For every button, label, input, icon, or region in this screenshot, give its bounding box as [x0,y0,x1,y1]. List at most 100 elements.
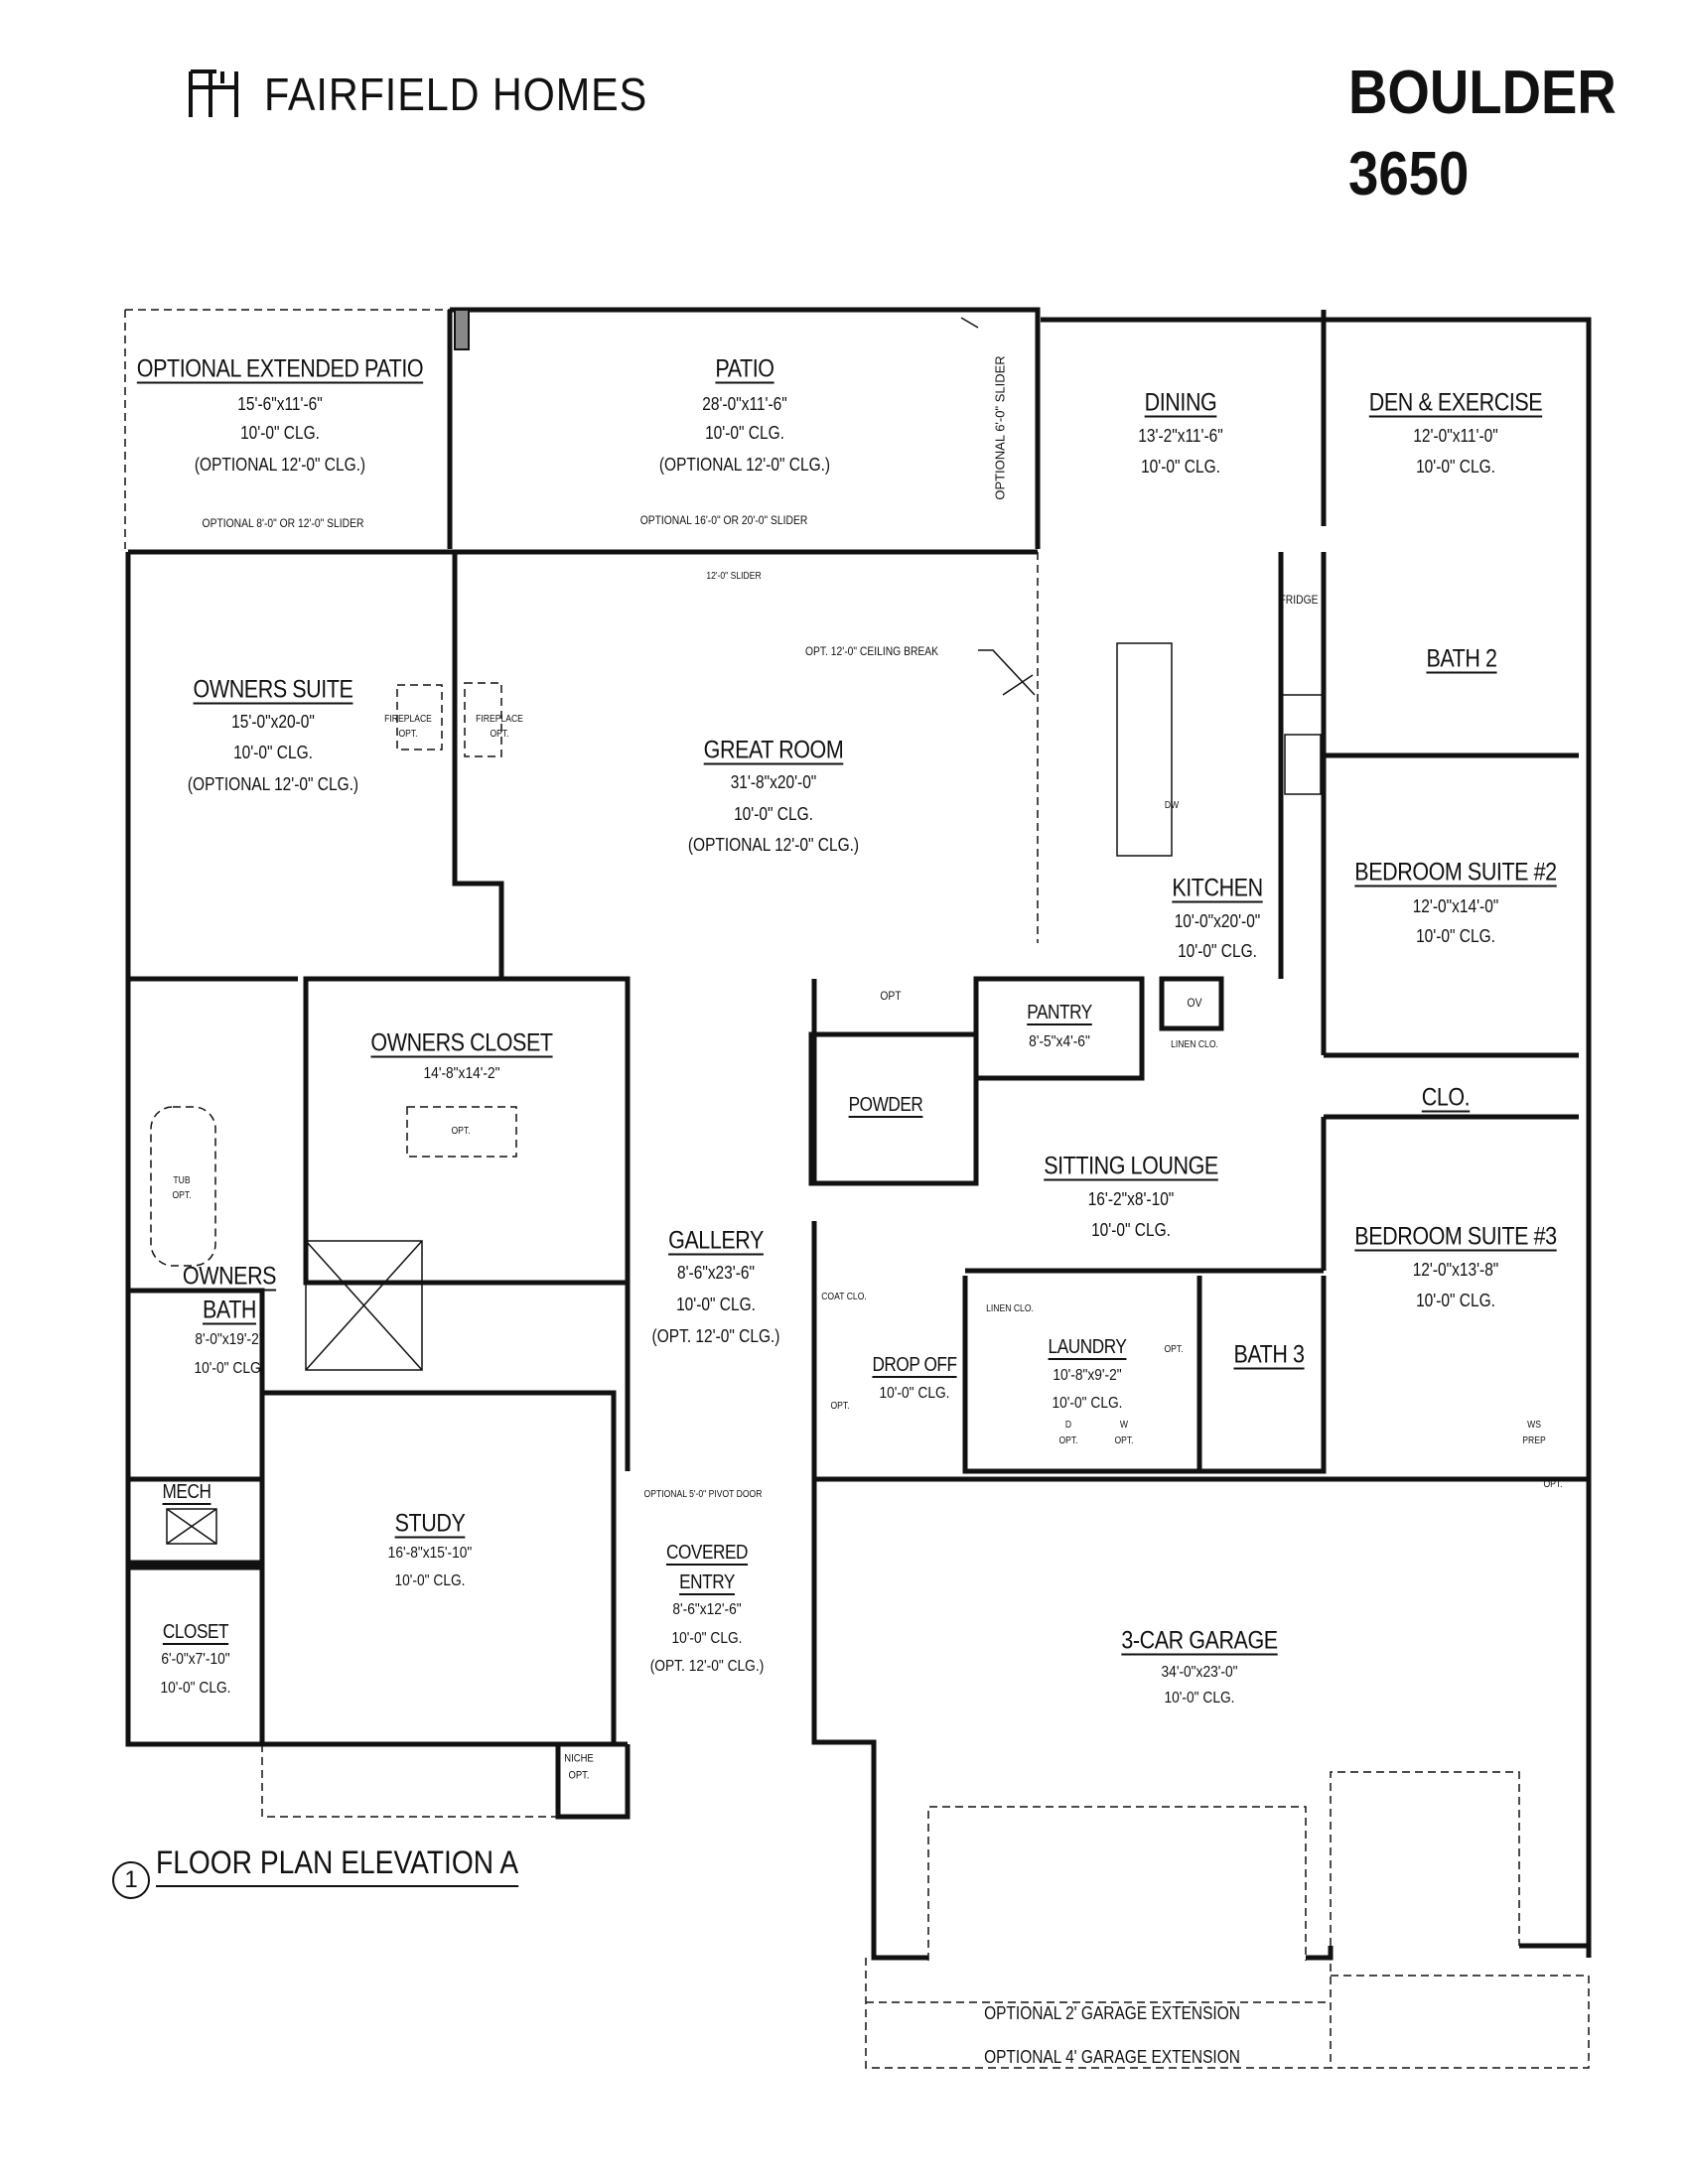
note-oven: OV [1187,996,1202,1010]
room-sitting-lounge-ceiling: 10'-0" CLG. [1091,1220,1171,1240]
room-covered-entry-size: 8'-6"x12'-6" [672,1601,742,1618]
room-great-room-size: 31'-8"x20'-0" [730,772,817,792]
room-garage-name: 3-CAR GARAGE [1121,1626,1278,1655]
room-kitchen-ceiling: 10'-0" CLG. [1178,941,1257,961]
note-fireplace-1-opt: OPT. [398,729,418,740]
room-great-room-name: GREAT ROOM [703,736,844,764]
room-kitchen-size: 10'-0"x20'-0" [1174,911,1261,931]
room-laundry-name: LAUNDRY [1048,1336,1127,1358]
brand-logo: FAIRFIELD HOMES [187,68,690,121]
room-study-ceiling: 10'-0" CLG. [394,1572,466,1589]
note-opt-counter: OPT [880,989,902,1003]
room-den-name: DEN & EXERCISE [1368,388,1543,417]
room-drop-off-name: DROP OFF [872,1354,957,1376]
room-covered-entry-name-2: ENTRY [679,1571,735,1593]
room-gallery-opt: (OPT. 12'-0" CLG.) [651,1326,780,1346]
room-pantry-size: 8'-5"x4'-6" [1029,1033,1090,1050]
note-slider-ext: OPTIONAL 8'-0" OR 12'-0" SLIDER [202,516,364,530]
room-closet-size: 6'-0"x7'-10" [161,1651,230,1668]
room-dining-size: 13'-2"x11'-6" [1138,426,1223,446]
room-bedroom3-size: 12'-0"x13'-8" [1412,1260,1499,1280]
note-ceiling-break: OPT. 12'-0" CEILING BREAK [804,644,939,658]
note-niche: NICHE [564,1752,594,1765]
plan-title: FLOOR PLAN ELEVATION A [156,1844,519,1887]
room-owners-bath-name-2: BATH [202,1296,257,1324]
room-clo-name: CLO. [1421,1083,1471,1112]
note-fireplace-2: FIREPLACE [476,714,523,725]
model-number: 3650 [1348,140,1470,208]
room-laundry-size: 10'-8"x9'-2" [1053,1367,1122,1384]
note-pivot-door: OPTIONAL 5'-0" PIVOT DOOR [643,1489,763,1500]
room-owners-suite-opt: (OPTIONAL 12'-0" CLG.) [187,774,359,794]
room-owners-suite-name: OWNERS SUITE [193,675,353,704]
room-pantry-name: PANTRY [1027,1002,1092,1024]
note-slider-patio: OPTIONAL 16'-0" OR 20'-0" SLIDER [639,513,808,527]
note-niche-opt: OPT. [568,1769,590,1782]
note-fireplace-2-opt: OPT. [490,729,509,740]
room-gallery-size: 8'-6"x23'-6" [676,1263,756,1283]
note-garage-door-opt: OPT. [1543,1479,1563,1490]
room-ext-patio-ceiling: 10'-0" CLG. [240,423,320,443]
room-covered-entry-opt: (OPT. 12'-0" CLG.) [649,1658,765,1675]
room-covered-entry-ceiling: 10'-0" CLG. [671,1630,743,1647]
room-ext-patio-opt: (OPTIONAL 12'-0" CLG.) [194,455,366,475]
room-bath3-name: BATH 3 [1233,1340,1305,1369]
room-study-size: 16'-8"x15'-10" [387,1545,473,1562]
room-mech-name: MECH [162,1481,211,1503]
note-dryer-opt: OPT. [1058,1435,1078,1446]
room-bedroom2-size: 12'-0"x14'-0" [1412,896,1499,916]
room-den-ceiling: 10'-0" CLG. [1416,457,1495,477]
room-owners-bath-ceiling: 10'-0" CLG. [194,1360,265,1377]
room-owners-closet-name: OWNERS CLOSET [370,1028,553,1057]
model-name: BOULDER [1348,59,1617,127]
note-dryer: D [1064,1420,1072,1431]
brand-name: FAIRFIELD HOMES [264,68,648,120]
room-owners-closet-size: 14'-8"x14'-2" [423,1065,500,1082]
room-kitchen-name: KITCHEN [1172,874,1263,902]
room-bath2-name: BATH 2 [1426,644,1497,673]
room-gallery-name: GALLERY [668,1226,764,1255]
room-patio-opt: (OPTIONAL 12'-0" CLG.) [658,455,831,475]
note-linen-kitchen: LINEN CLO. [1171,1039,1218,1050]
room-dining-ceiling: 10'-0" CLG. [1141,457,1220,477]
room-patio-ceiling: 10'-0" CLG. [705,423,784,443]
note-drop-off-opt: OPT. [830,1401,850,1412]
fh-logo-mark-icon [189,69,238,117]
note-dishwasher: DW [1164,800,1180,811]
note-tub: TUB [173,1175,191,1186]
room-great-room-opt: (OPTIONAL 12'-0" CLG.) [687,835,860,855]
room-owners-bath-name-1: OWNERS [182,1262,277,1291]
room-bedroom3-ceiling: 10'-0" CLG. [1416,1291,1495,1310]
note-fireplace-1: FIREPLACE [384,714,432,725]
room-owners-suite-size: 15'-0"x20-0" [231,712,315,732]
note-closet-island: OPT. [451,1126,471,1137]
room-ext-patio-size: 15'-6"x11'-6" [237,394,323,414]
room-bedroom2-name: BEDROOM SUITE #2 [1354,858,1557,887]
room-covered-entry-name-1: COVERED [665,1542,749,1564]
room-patio-name: PATIO [715,354,774,383]
room-owners-suite-ceiling: 10'-0" CLG. [233,743,313,762]
room-den-size: 12'-0"x11'-0" [1413,426,1498,446]
note-ws: WS [1527,1420,1541,1431]
note-garage-ext-4: OPTIONAL 4' GARAGE EXTENSION [984,2047,1240,2067]
note-coat-closet: COAT CLO. [821,1292,867,1302]
note-garage-ext-2: OPTIONAL 2' GARAGE EXTENSION [984,2003,1240,2023]
room-dining-name: DINING [1144,388,1217,417]
room-closet-name: CLOSET [162,1621,229,1643]
room-great-room-ceiling: 10'-0" CLG. [734,804,813,824]
note-linen-laundry: LINEN CLO. [986,1303,1034,1314]
note-prep: PREP [1522,1435,1546,1446]
room-gallery-ceiling: 10'-0" CLG. [676,1295,756,1314]
room-laundry-ceiling: 10'-0" CLG. [1052,1395,1123,1412]
room-ext-patio-name: OPTIONAL EXTENDED PATIO [136,354,424,383]
note-slider-6: OPTIONAL 6'-0" SLIDER [992,355,1008,500]
room-sitting-lounge-name: SITTING LOUNGE [1044,1152,1218,1180]
room-patio-size: 28'-0"x11'-6" [702,394,787,414]
note-fridge: FRIDGE [1279,593,1319,607]
room-closet-ceiling: 10'-0" CLG. [160,1680,231,1697]
room-garage-ceiling: 10'-0" CLG. [1164,1690,1235,1706]
note-washer-opt: OPT. [1114,1435,1134,1446]
room-sitting-lounge-size: 16'-2"x8'-10" [1087,1189,1175,1209]
room-bedroom2-ceiling: 10'-0" CLG. [1416,926,1495,946]
